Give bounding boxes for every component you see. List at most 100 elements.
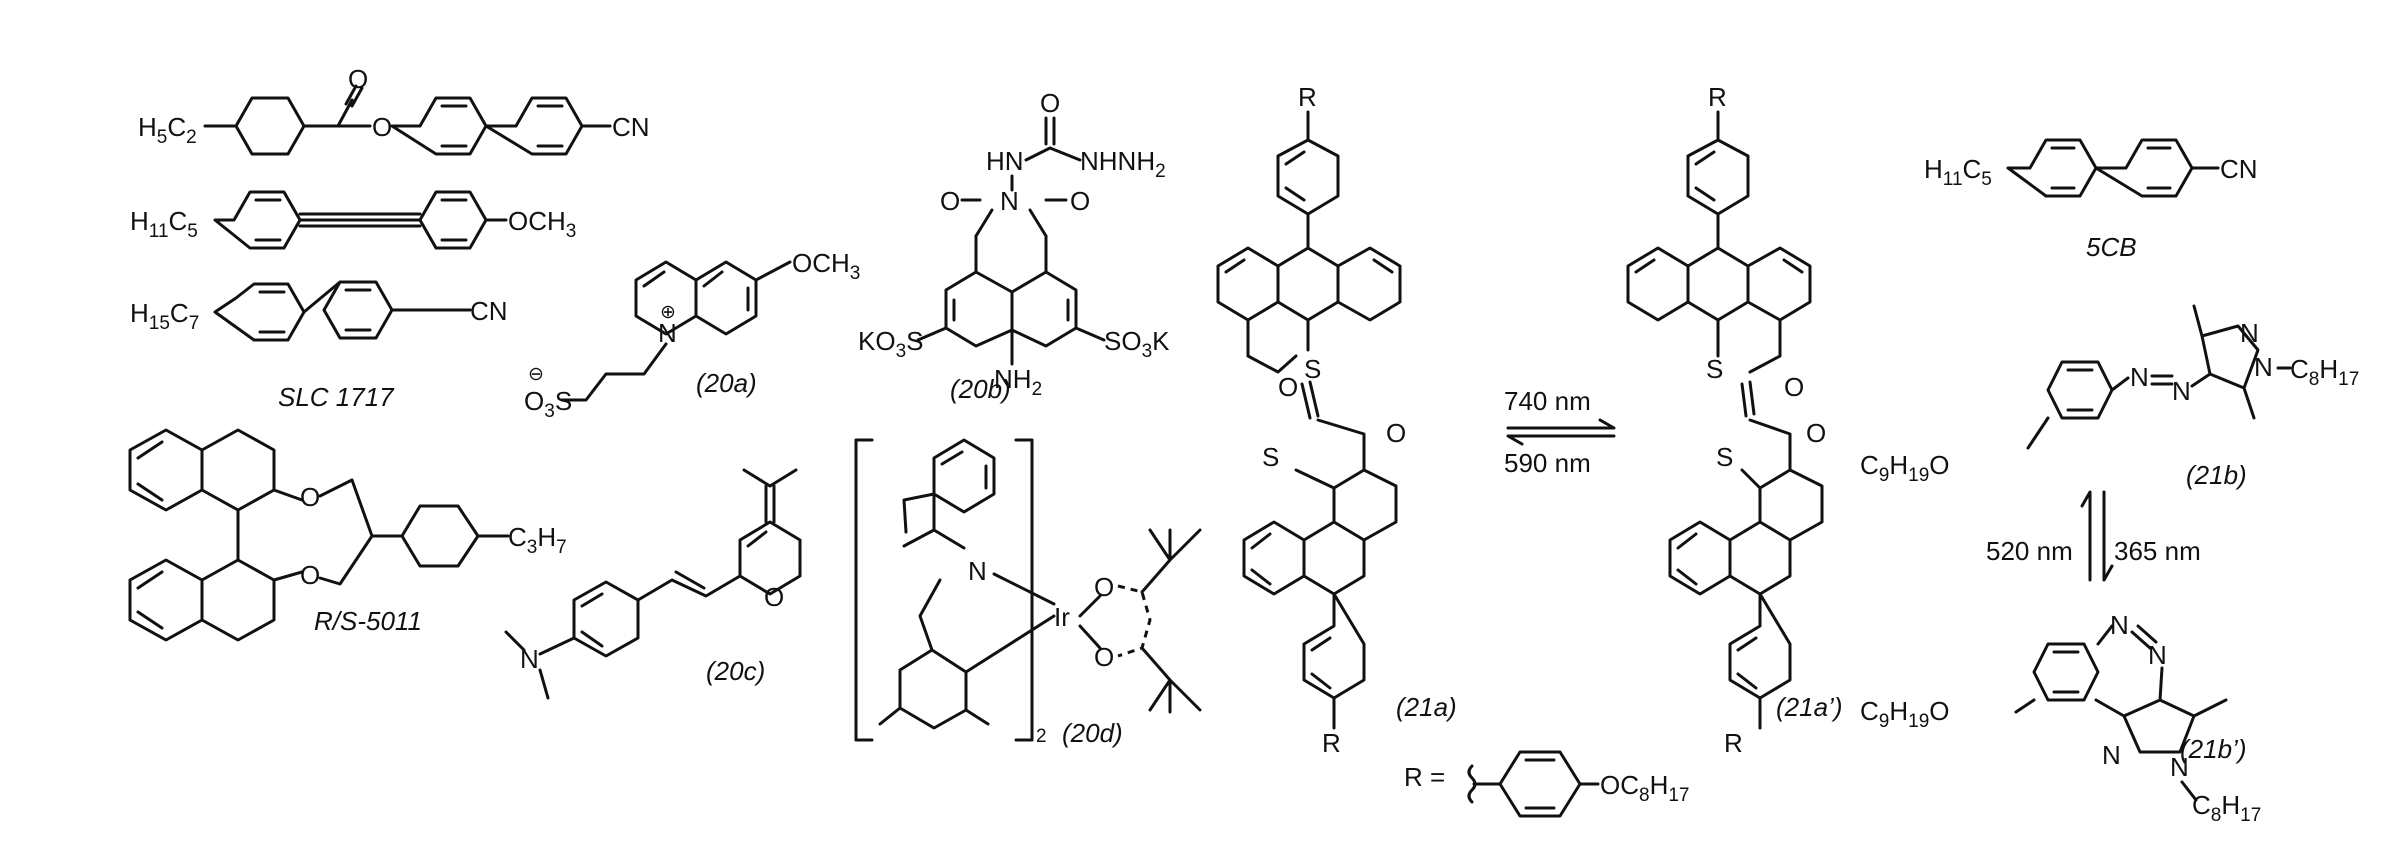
imide-o1: O [940,186,960,216]
r-phenyl [1498,750,1582,818]
21bp-pyrazole-n4: N [2170,752,2189,782]
urea-o: O [1040,88,1060,118]
thiopyranone-21a [1246,318,1310,374]
r-bottom-21ap: R [1724,728,1743,758]
caption-20c: (20c) [706,656,765,686]
aryl-top-21ap [1686,110,1750,250]
compound-20a: OCH3 N ⊕ ⊖ O3S [524,248,860,422]
so3k-right: SO3K [1104,326,1170,362]
caption-5cb: 5CB [2086,232,2137,262]
ester-o: O [372,112,392,142]
21bp-pyrazole [2094,666,2228,754]
urea-bonds [1024,146,1082,162]
21b-pyrazole [2190,304,2260,420]
21bp-o-bond [2014,698,2036,714]
r-octyloxy: OC8H17 [1600,770,1690,806]
up-arrow [2080,490,2092,582]
imide-n: N [1000,186,1019,216]
21b-phenyl [2046,360,2114,420]
caption-21a: (21a) [1396,692,1457,722]
quinoline-ring-2 [902,492,966,550]
hn-label: HN [986,146,1024,176]
r-top-21a: R [1298,82,1317,112]
phenyl-ring-c [213,190,302,250]
quinolinium-ring-2 [694,260,758,336]
forward-wavelength: 740 nm [1504,386,1591,416]
compound-21b-prime: C9H19O N N N N C8H17 [1860,610,2261,826]
imide-bonds [960,198,1068,238]
sulfur-2-21ap: S [1716,442,1733,472]
plus-charge: ⊕ [660,302,676,323]
21b-octyl: C8H17 [2290,354,2359,390]
back-arrow [1506,434,1616,446]
21bp-octyl-bond [2180,780,2198,802]
back-wavelength: 590 nm [1504,448,1591,478]
ether-o1: O [300,482,320,512]
caption-20d: (20d) [1062,718,1123,748]
isopropylidene [742,468,798,524]
sulfur-2-21a: S [1262,442,1279,472]
slc1-prefix: H5C2 [138,112,197,148]
21b-pyrazole-n4: N [2254,352,2273,382]
dimethylamino-n: N [520,644,539,674]
brackets [854,438,1034,742]
naphthyl-ring-a1 [128,428,204,512]
kso3-left: KO3S [858,326,924,362]
propyl-label: C3H7 [508,522,567,558]
slc2-prefix: H11C5 [130,206,198,242]
anthracene-21ap [1626,246,1812,322]
imide-o2: O [1070,186,1090,216]
21bp-nonyloxy: C9H19O [1860,696,1950,732]
phenyl-ring-20c [572,580,640,658]
21b-nonyloxy: C9H19O [1860,450,1950,486]
pyran-o: O [764,582,784,612]
methoxy-label-20a: OCH3 [792,248,860,284]
acac-delocalized [1117,584,1152,658]
21b-azo-n2: N [2172,376,2191,406]
5cb-prefix: H11C5 [1924,154,1992,190]
carbonyl-1-21ap: O [1784,372,1804,402]
aryl-bottom-21a [1302,592,1366,730]
down-arrow [2102,490,2114,582]
compound-20d: N Ir O O 2 [854,438,1202,747]
sulfur-1-21ap: S [1706,354,1723,384]
acac-o1: O [1094,572,1114,602]
methoxy-label: OCH3 [508,206,576,242]
21bp-azo-n2: N [2148,640,2167,670]
5cb-ring-a [2006,138,2098,198]
n-ir-bond [992,572,1056,606]
21b-azo-double [2150,374,2174,386]
slc3-prefix: H15C7 [130,298,199,334]
wavy-bond [1467,764,1502,804]
lower-anthracene-21ap [1668,520,1792,596]
biphenyl-bond [302,280,342,314]
lower-thiopyranone-21a [1294,418,1398,542]
bracket-subscript: 2 [1036,726,1047,747]
21b-pyrazole-n3: N [2240,318,2259,348]
amino-label: NH2 [994,364,1042,400]
exocyclic-double-21a [1300,380,1320,420]
quinoline-ring-1 [932,438,996,514]
21bp-phenyl [2032,642,2100,702]
carbonyl-double [344,84,364,108]
carbonyl-o: O [348,64,368,94]
caption-20a: (20a) [696,368,757,398]
cyclohexane-ring [203,96,306,156]
5cb-cn-label: CN [2220,154,2258,184]
sulfur-1-21a: S [1304,354,1321,384]
urea-double [1044,116,1056,146]
ester-bonds [302,98,372,128]
rs5011-caption: R/S-5011 [314,606,422,636]
aryl-bottom-21ap [1728,592,1792,730]
21bp-pyrazole-n3: N [2102,740,2121,770]
anthracene-21a [1216,246,1402,322]
lower-anthracene-21a [1242,520,1366,596]
21bp-octyl: C8H17 [2192,790,2261,826]
phenyl-ring-e [213,282,306,342]
compound-20c: N O [504,468,802,700]
r-definition-label: R = [1404,762,1445,792]
cyclohexane-ring-2 [400,504,480,568]
ring-doubles [952,298,1070,322]
r-bottom-21a: R [1322,728,1341,758]
up-wavelength: 520 nm [1986,536,2073,566]
